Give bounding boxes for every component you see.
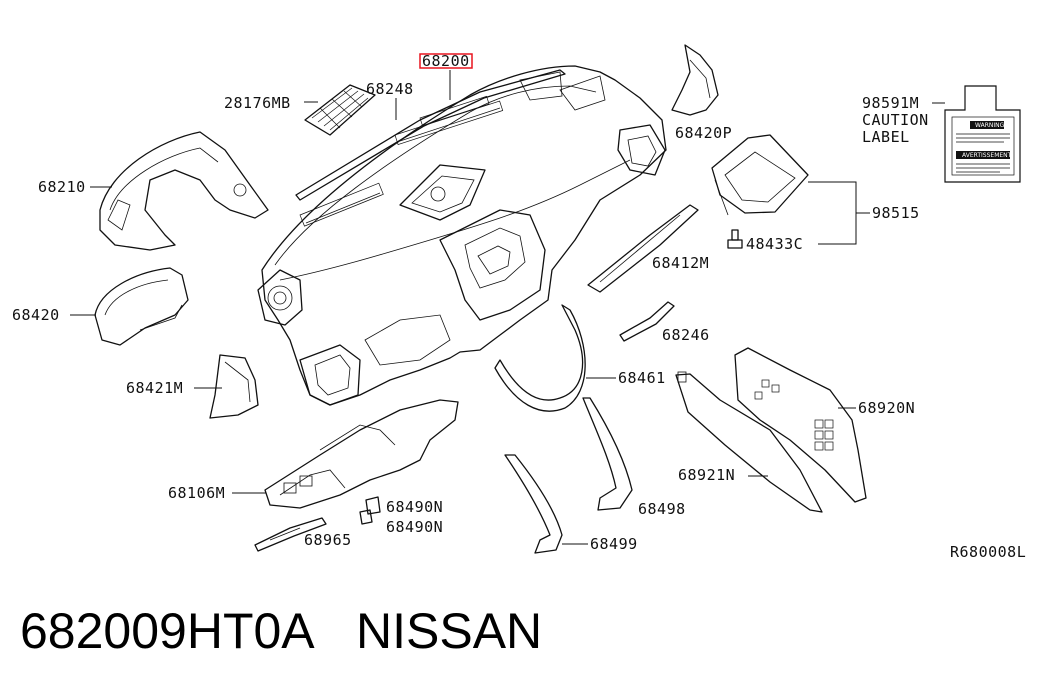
label-28176mb: 28176MB bbox=[224, 94, 291, 112]
label-label: LABEL bbox=[862, 128, 910, 146]
label-68921n: 68921N bbox=[678, 466, 735, 484]
part-number-title: 682009HT0A bbox=[20, 603, 315, 659]
label-caution: CAUTION bbox=[862, 111, 929, 129]
part-68920n[interactable]: 68920N bbox=[734, 347, 915, 503]
part-68498[interactable]: 68498 bbox=[582, 397, 686, 518]
callout-68200[interactable]: 68200 bbox=[419, 52, 473, 100]
defroster-grille bbox=[299, 95, 504, 227]
part-28176mb[interactable]: 28176MB bbox=[224, 84, 376, 136]
caution-card: WARNING AVERTISSEMENT bbox=[944, 85, 1021, 183]
part-68499[interactable]: 68499 bbox=[504, 454, 638, 554]
part-68965[interactable]: 68965 bbox=[254, 517, 352, 552]
brand-name: NISSAN bbox=[356, 603, 542, 659]
label-48433c: 48433C bbox=[746, 235, 803, 253]
label-68490n-a: 68490N bbox=[386, 498, 443, 516]
label-68420: 68420 bbox=[12, 306, 60, 324]
label-98515: 98515 bbox=[872, 204, 920, 222]
part-68106m[interactable]: 68106M bbox=[168, 399, 459, 509]
part-98515[interactable]: 98515 bbox=[711, 134, 920, 245]
part-68420p[interactable]: 68420P bbox=[671, 44, 732, 142]
part-68921n[interactable]: 68921N bbox=[675, 371, 823, 513]
label-68920n: 68920N bbox=[858, 399, 915, 417]
part-68248[interactable]: 68248 bbox=[295, 69, 566, 201]
highlight-box bbox=[419, 53, 473, 69]
label-68499: 68499 bbox=[590, 535, 638, 553]
part-68420[interactable]: 68420 bbox=[12, 267, 189, 346]
label-98591m: 98591M bbox=[862, 94, 919, 112]
part-98591m[interactable]: 98591M CAUTION LABEL WARNING AVERTISSEME… bbox=[862, 85, 1021, 183]
caution-warning-text: WARNING bbox=[975, 122, 1005, 129]
part-68461[interactable]: 68461 bbox=[494, 304, 666, 412]
part-48433c[interactable]: 48433C bbox=[727, 229, 803, 253]
label-68498: 68498 bbox=[638, 500, 686, 518]
label-68246: 68246 bbox=[662, 326, 710, 344]
part-68421m[interactable]: 68421M bbox=[126, 354, 259, 419]
label-68210: 68210 bbox=[38, 178, 86, 196]
instrument-panel-main bbox=[257, 65, 667, 406]
part-68490n[interactable]: 68490N 68490N bbox=[359, 496, 443, 536]
part-68210[interactable]: 68210 bbox=[38, 131, 269, 251]
label-68461: 68461 bbox=[618, 369, 666, 387]
label-68421m: 68421M bbox=[126, 379, 183, 397]
label-68490n-b: 68490N bbox=[386, 518, 443, 536]
label-68200: 68200 bbox=[422, 52, 470, 70]
part-68246[interactable]: 68246 bbox=[619, 301, 710, 344]
label-68248: 68248 bbox=[366, 80, 414, 98]
label-68965: 68965 bbox=[304, 531, 352, 549]
caution-avertissement-text: AVERTISSEMENT bbox=[962, 152, 1012, 159]
diagram-reference-code: R680008L bbox=[950, 543, 1026, 561]
label-68106m: 68106M bbox=[168, 484, 225, 502]
label-68412m: 68412M bbox=[652, 254, 709, 272]
part-68412m[interactable]: 68412M bbox=[587, 204, 709, 293]
label-68420p: 68420P bbox=[675, 124, 732, 142]
